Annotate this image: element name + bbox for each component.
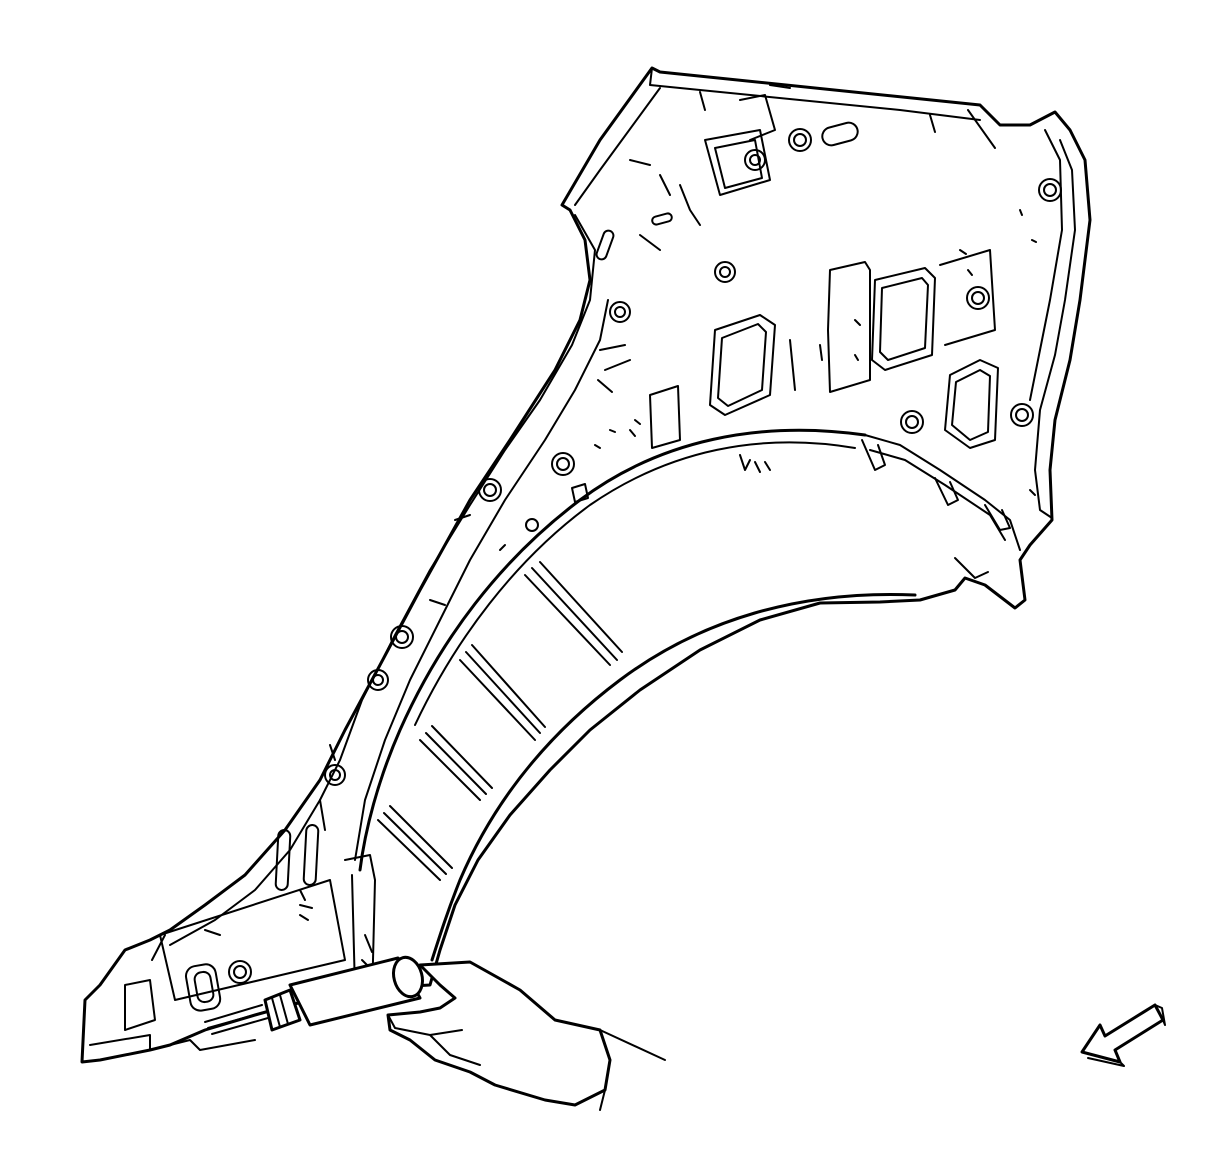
arch-ribs bbox=[377, 561, 623, 881]
hand bbox=[386, 960, 612, 1107]
grommet bbox=[900, 410, 924, 434]
grommet bbox=[367, 669, 389, 691]
opening-4 bbox=[649, 385, 681, 449]
applicator-cap bbox=[263, 988, 302, 1032]
applicator-brush bbox=[204, 1004, 269, 1035]
applicator-end bbox=[392, 955, 424, 999]
arch-tab-2 bbox=[934, 477, 959, 506]
grommet bbox=[744, 149, 766, 171]
grommet bbox=[324, 764, 346, 786]
arch-tab-3 bbox=[984, 504, 1011, 531]
top-slots bbox=[595, 94, 859, 261]
panel-outline bbox=[80, 66, 1092, 1064]
applicator-body bbox=[288, 956, 422, 1027]
grommet bbox=[390, 625, 414, 649]
grommet bbox=[551, 452, 575, 476]
right-edge-flange bbox=[1034, 139, 1076, 519]
hand-with-applicator bbox=[204, 955, 666, 1111]
opening-3 bbox=[944, 359, 999, 449]
grommet bbox=[1038, 178, 1062, 202]
glove-cuff bbox=[599, 1029, 666, 1111]
wheel-arch-inner bbox=[430, 592, 917, 962]
grommet bbox=[966, 286, 990, 310]
wheel-arch-outer bbox=[358, 428, 867, 872]
wheel-arch-lip bbox=[414, 441, 856, 726]
grommet bbox=[1010, 403, 1034, 427]
top-flange bbox=[574, 67, 981, 206]
right-edge-flange-2 bbox=[1029, 129, 1063, 401]
grommet bbox=[788, 128, 812, 152]
bracket-outline bbox=[827, 261, 871, 393]
front-arrow-icon bbox=[1080, 1003, 1166, 1067]
grommet bbox=[609, 301, 631, 323]
quarter-panel bbox=[80, 66, 1092, 1064]
grommets bbox=[324, 128, 1062, 786]
opening-1 bbox=[709, 314, 776, 416]
grommet bbox=[714, 261, 736, 283]
hole bbox=[525, 518, 539, 532]
panel-openings bbox=[649, 249, 999, 449]
arch-tab-1 bbox=[861, 439, 886, 471]
left-edge-inner bbox=[169, 214, 596, 946]
grommet bbox=[478, 478, 502, 502]
left-edge-inner-2 bbox=[354, 299, 609, 861]
hand-fingers bbox=[387, 984, 481, 1066]
opening-2 bbox=[871, 267, 936, 371]
arch-tab-4 bbox=[954, 557, 989, 579]
hole bbox=[571, 483, 589, 503]
top-flange-detail bbox=[699, 84, 996, 149]
panel-details bbox=[299, 159, 1037, 901]
grommet bbox=[228, 960, 252, 984]
